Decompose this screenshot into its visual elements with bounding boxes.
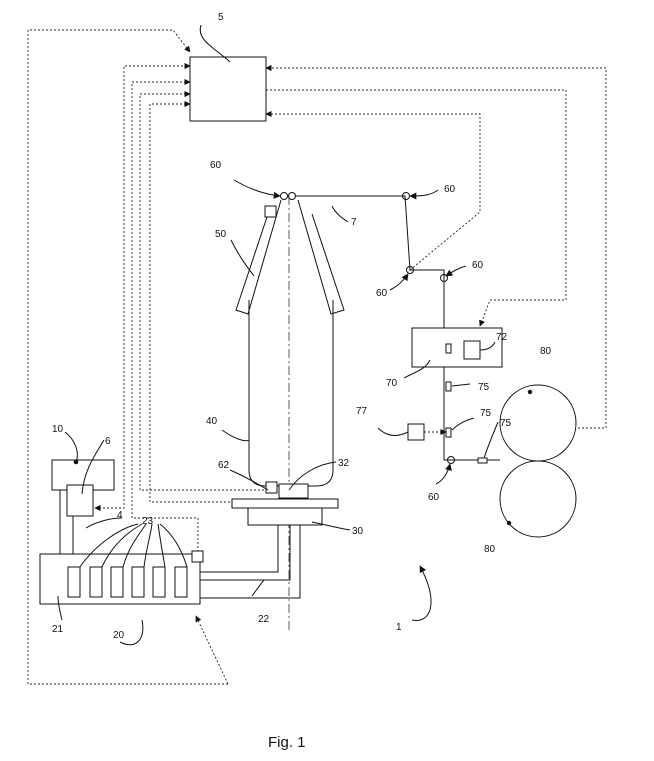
roll-80-top-center: [528, 390, 532, 394]
sensor-62-lower: [266, 482, 277, 493]
leader-30: [312, 522, 350, 530]
cartridge-4: [132, 567, 144, 597]
leader-60c: [390, 274, 408, 290]
leader-75-b: [452, 418, 474, 430]
nozzle-block-32: [279, 484, 308, 498]
signal-line-right-top: [266, 68, 606, 428]
roller-60-top-a: [281, 193, 288, 200]
sensor-75-a: [446, 382, 451, 391]
station-70: [412, 328, 502, 367]
leader-75-c: [484, 422, 498, 458]
label-62: 62: [218, 460, 230, 471]
turntable-30: [248, 508, 322, 525]
signal-line-left-3: [132, 82, 198, 552]
cartridge-3: [111, 567, 123, 597]
label-75-c: 75: [500, 418, 512, 429]
platen: [232, 499, 338, 508]
leader-22: [252, 580, 264, 596]
sensor-75-c: [478, 458, 487, 463]
label-1: 1: [396, 622, 402, 633]
controller-leader: [200, 25, 230, 62]
label-50: 50: [215, 229, 227, 240]
label-75-b: 75: [480, 408, 492, 419]
leader-75-a: [452, 384, 470, 386]
roll-80-bottom-center: [507, 521, 511, 525]
signal-line-right-70: [266, 90, 566, 326]
leader-60b: [410, 190, 438, 196]
roll-80-top: [500, 385, 576, 461]
label-70: 70: [386, 378, 398, 389]
label-60-mid-left: 60: [376, 288, 388, 299]
label-20: 20: [113, 630, 125, 641]
label-75-a: 75: [478, 382, 490, 393]
cartridge-5: [153, 567, 165, 597]
label-80-top: 80: [540, 346, 552, 357]
leader-1: [412, 566, 431, 621]
leader-50: [231, 240, 254, 276]
dot-10: [74, 460, 79, 465]
feed-pipe-22: [200, 525, 300, 598]
label-10: 10: [52, 424, 64, 435]
sensor-75-b: [446, 428, 451, 437]
label-7: 7: [351, 217, 357, 228]
roll-80-bottom: [500, 461, 576, 537]
label-32: 32: [338, 458, 350, 469]
label-72: 72: [496, 332, 508, 343]
controller-box: [190, 57, 266, 121]
vessel-body: [249, 300, 333, 486]
station-70-marker: [446, 344, 451, 353]
label-60-mid-right: 60: [472, 260, 484, 271]
cone-right: [298, 200, 344, 314]
cartridge-1: [68, 567, 80, 597]
label-5: 5: [218, 12, 224, 23]
leader-60e: [436, 464, 450, 484]
figure-caption: Fig. 1: [268, 734, 306, 751]
label-60-bottom: 60: [428, 492, 440, 503]
leader-77: [378, 428, 408, 435]
label-30: 30: [352, 526, 364, 537]
device-77: [408, 424, 424, 440]
leader-10: [65, 432, 77, 462]
leader-60a: [234, 180, 280, 196]
unit-6: [67, 485, 93, 516]
label-22: 22: [258, 614, 270, 625]
label-60-right-top: 60: [444, 184, 456, 195]
sensor-62: [265, 206, 276, 217]
label-40: 40: [206, 416, 218, 427]
station-72: [464, 341, 480, 359]
label-23: 23: [142, 516, 154, 527]
label-4: 4: [117, 510, 123, 521]
label-80-bottom: 80: [484, 544, 496, 555]
label-60-top: 60: [210, 160, 222, 171]
roller-60-top-b: [289, 193, 296, 200]
cartridge-2: [90, 567, 102, 597]
leader-60d: [446, 266, 466, 276]
signal-line-bottom: [196, 616, 228, 684]
label-21: 21: [52, 624, 64, 635]
cartridge-6: [175, 567, 187, 597]
port-box: [192, 551, 203, 562]
label-6: 6: [105, 436, 111, 447]
label-77: 77: [356, 406, 368, 417]
film-leader-7: [332, 206, 348, 222]
leader-40: [222, 430, 249, 441]
